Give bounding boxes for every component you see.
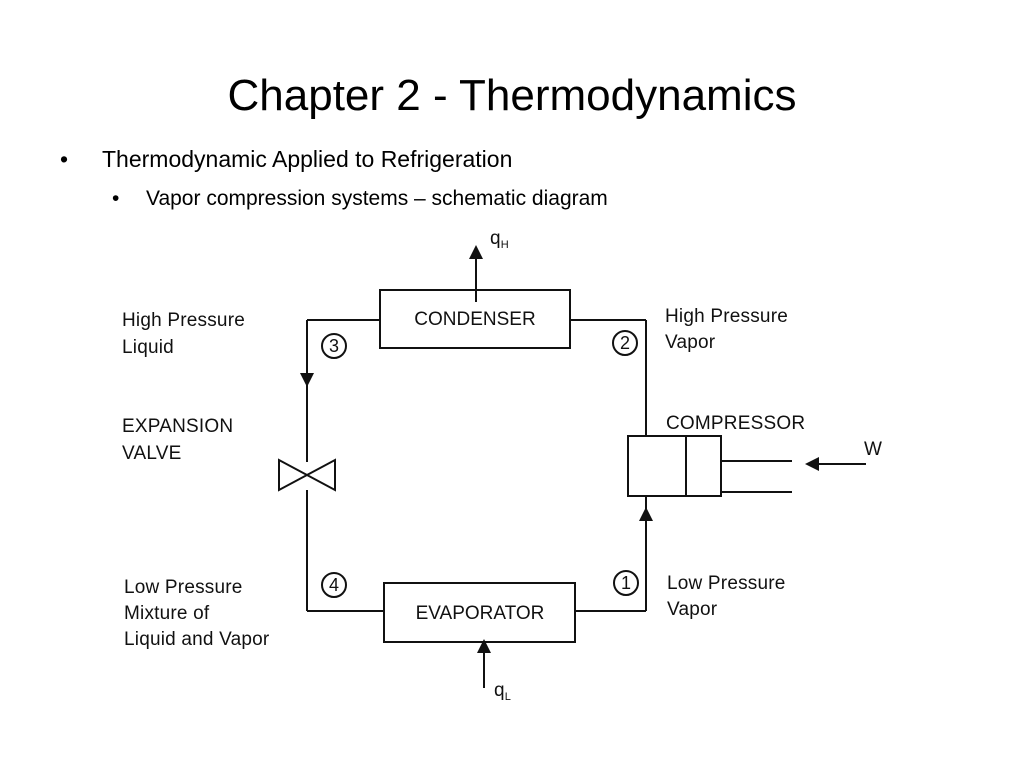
state-4-desc-line3: Liquid and Vapor xyxy=(124,629,270,650)
compressor-cylinder xyxy=(627,435,722,497)
bullet-text: Vapor compression systems – schematic di… xyxy=(146,187,608,210)
compressor-label: COMPRESSOR xyxy=(666,413,805,434)
bullet-marker: • xyxy=(60,146,69,172)
state-2-circle xyxy=(612,330,638,356)
evaporator-label: EVAPORATOR xyxy=(416,603,545,624)
bullet-item-vapor-compression: • Vapor compression systems – schematic … xyxy=(112,185,608,213)
heat-out-label: qH xyxy=(490,228,509,251)
condenser-label: CONDENSER xyxy=(414,309,535,330)
state-2-number: 2 xyxy=(620,333,630,353)
state-3-circle xyxy=(321,333,347,359)
state-4-desc-line1: Low Pressure xyxy=(124,577,243,598)
state-3-number: 3 xyxy=(329,336,339,356)
state-4-circle xyxy=(321,572,347,598)
state-marker-2: 2 xyxy=(612,330,638,356)
state-3-desc-line2: Liquid xyxy=(122,337,174,358)
work-label: W xyxy=(864,439,882,460)
state-4-desc-line2: Mixture of xyxy=(124,603,210,624)
evaporator-box xyxy=(383,582,576,643)
state-marker-1: 1 xyxy=(613,570,639,596)
bullet-item-refrigeration: • Thermodynamic Applied to Refrigeration xyxy=(60,144,512,174)
state-1-circle xyxy=(613,570,639,596)
expansion-valve-label-line2: VALVE xyxy=(122,443,181,464)
slide-title: Chapter 2 - Thermodynamics xyxy=(227,71,797,120)
state-marker-4: 4 xyxy=(321,572,347,598)
state-1-number: 1 xyxy=(621,573,631,593)
state-1-desc-line1: Low Pressure xyxy=(667,573,786,594)
expansion-valve-icon xyxy=(278,458,336,492)
expansion-valve-label-line1: EXPANSION xyxy=(122,416,233,437)
state-marker-3: 3 xyxy=(321,333,347,359)
heat-in-label: qL xyxy=(494,680,511,703)
cycle-piping xyxy=(306,319,647,612)
state-3-desc-line1: High Pressure xyxy=(122,310,245,331)
state-4-number: 4 xyxy=(329,575,339,595)
bullet-list-level-1: • Thermodynamic Applied to Refrigeration xyxy=(60,144,512,174)
bullet-marker: • xyxy=(112,187,120,210)
state-1-desc-line2: Vapor xyxy=(667,599,718,620)
state-2-desc-line1: High Pressure xyxy=(665,306,788,327)
bullet-list-level-2: • Vapor compression systems – schematic … xyxy=(112,185,608,213)
bullet-text: Thermodynamic Applied to Refrigeration xyxy=(102,146,513,172)
compressor xyxy=(627,435,792,497)
state-2-desc-line2: Vapor xyxy=(665,332,716,353)
